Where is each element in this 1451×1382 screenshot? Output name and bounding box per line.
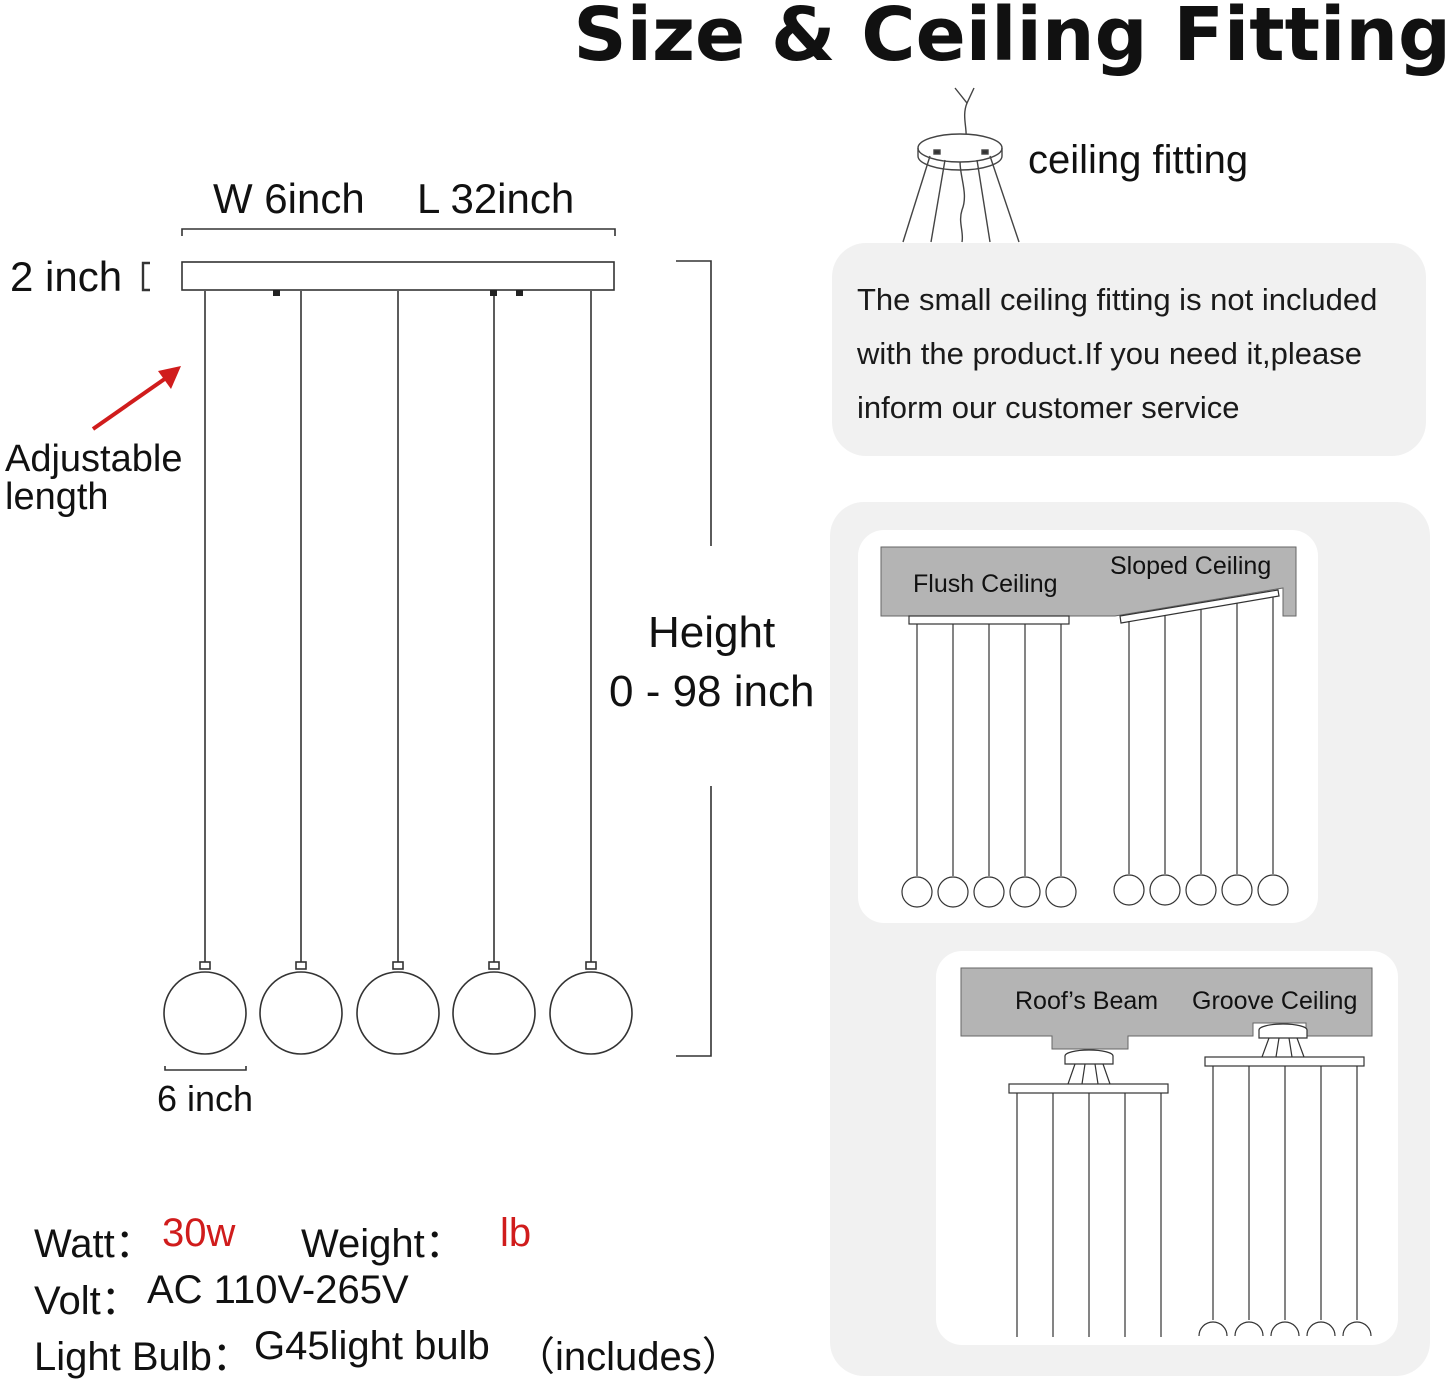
ceiling-fitting-note: The small ceiling fitting is not include… [857, 282, 1378, 425]
bulb-value: G45light bulb [254, 1324, 490, 1368]
flush-sloped-illustration [880, 546, 1297, 908]
bulb-note: （includes） [515, 1335, 742, 1379]
bulb-label: Light Bulb： [34, 1335, 252, 1379]
pendant-4 [452, 291, 536, 1055]
weight-label: Weight： [301, 1222, 465, 1266]
pendant-1 [163, 291, 247, 1055]
height-label: Height [648, 608, 776, 657]
adjustable-length-label: Adjustable length [5, 440, 182, 516]
watt-label: Watt： [34, 1222, 155, 1266]
ceiling-fitting-note-box: The small ceiling fitting is not include… [832, 243, 1426, 456]
watt-value: 30w [162, 1211, 236, 1255]
roofs-beam-label: Roof’s Beam [1015, 987, 1159, 1015]
pendant-5 [549, 291, 633, 1055]
width-dimension-line [181, 228, 616, 236]
ceiling-fitting-label: ceiling fitting [1028, 138, 1249, 182]
page-title: Size & Ceiling Fitting [573, 0, 1451, 78]
pendant-3 [356, 291, 440, 1055]
canopy-screws [273, 290, 523, 296]
volt-value: AC 110V-265V [147, 1268, 409, 1312]
volt-label: Volt： [34, 1279, 141, 1323]
weight-value: lb [500, 1211, 532, 1255]
pendant-2 [259, 291, 343, 1055]
height-bracket-bottom [676, 786, 712, 1057]
width-label: W 6inch [213, 175, 365, 222]
canopy-height-bracket [141, 261, 150, 292]
canopy-bar [181, 261, 615, 291]
pendant-group [163, 291, 633, 1055]
adjustable-line-1: Adjustable [5, 438, 183, 480]
adjustable-arrow-icon [91, 366, 181, 431]
ceiling-fitting-icon [902, 87, 1020, 243]
length-label: L 32inch [417, 175, 575, 222]
sloped-ceiling-label: Sloped Ceiling [1110, 552, 1272, 580]
beam-groove-illustration [960, 967, 1373, 1337]
flush-ceiling-label: Flush Ceiling [913, 570, 1058, 598]
globe-dimension-line [164, 1066, 247, 1071]
globe-size-label: 6 inch [157, 1078, 254, 1119]
adjustable-line-2: length [5, 476, 109, 518]
height-bracket-top [676, 260, 712, 546]
canopy-height-label: 2 inch [10, 253, 123, 300]
groove-ceiling-label: Groove Ceiling [1192, 987, 1358, 1015]
height-range-label: 0 - 98 inch [609, 667, 815, 716]
